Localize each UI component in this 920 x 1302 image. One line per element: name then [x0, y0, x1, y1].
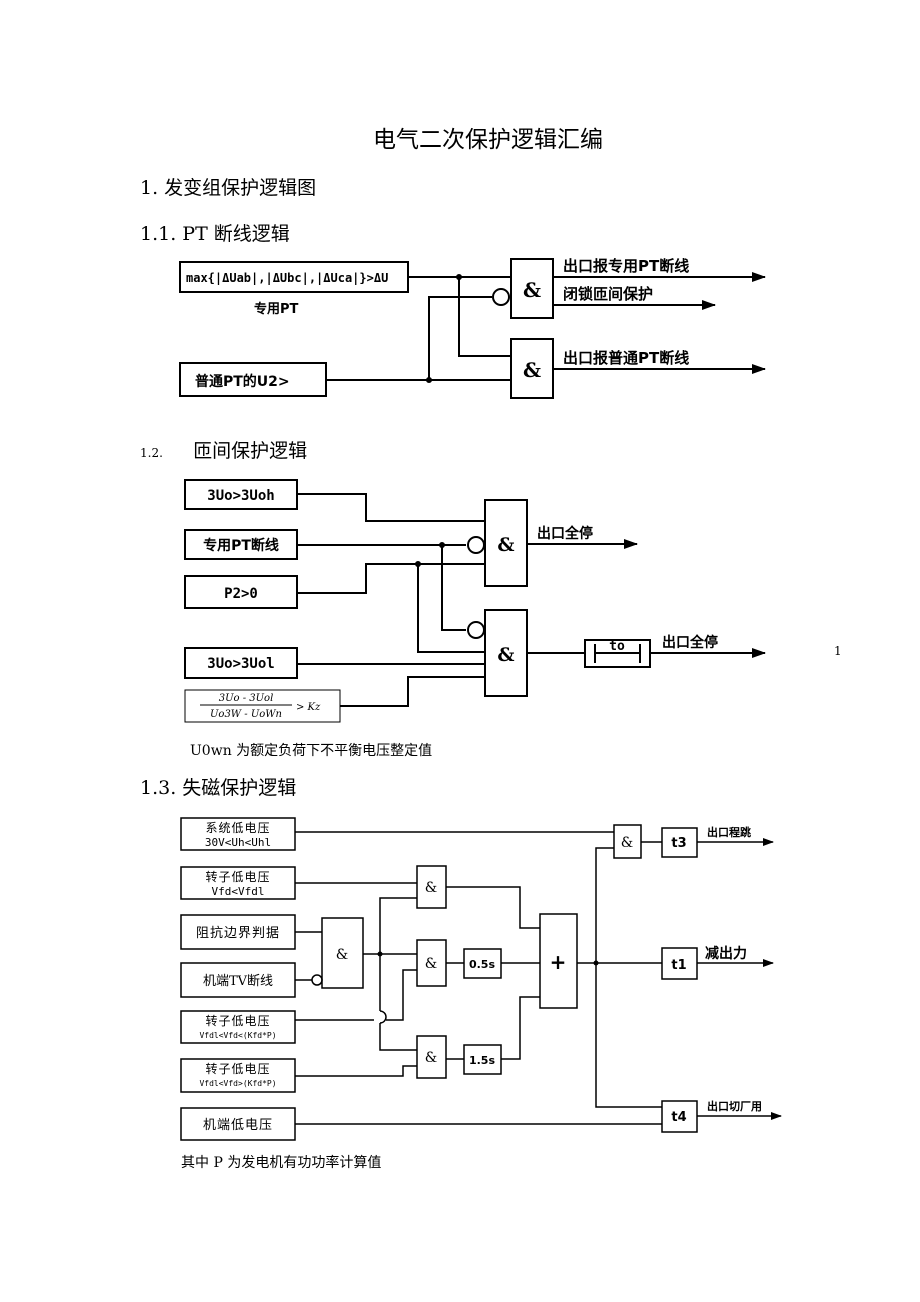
turn-timer-label: to: [609, 639, 625, 654]
loe-timer-t3-label: t3: [671, 836, 686, 851]
loe-delay-2-label: 1.5s: [469, 1054, 495, 1067]
loe-input-3-text: 阻抗边界判据: [196, 926, 280, 941]
pt-output-2: 闭锁匝间保护: [563, 285, 653, 303]
loe-input-1-line-2: 30V<Uh<Uhl: [205, 836, 271, 849]
loe-and-gate-a-label: &: [425, 880, 437, 896]
turn-input-3-text: P2>0: [224, 586, 258, 602]
loe-and-gate-t3-label: &: [621, 835, 633, 851]
loe-and-gate-impedance: [321, 917, 364, 989]
loe-output-t4: 出口切厂用: [707, 1099, 762, 1113]
turn-formula-numerator: 3Uo - 3Uol: [219, 693, 274, 704]
turn-input-4-text: 3Uo>3Uol: [207, 656, 274, 672]
loe-input-2-line-1: 转子低电压: [205, 869, 270, 884]
loe-and-gate-b-label: &: [425, 956, 437, 972]
pt-input-max-text: max{|ΔUab|,|ΔUbc|,|ΔUca|}>ΔU: [186, 271, 388, 285]
pt-output-1: 出口报专用PT断线: [563, 257, 689, 275]
turn-input-1-text: 3Uo>3Uoh: [207, 488, 274, 504]
loe-output-t3: 出口程跳: [707, 825, 751, 839]
page-number: 1: [834, 644, 842, 658]
loe-input-4-text: 机端TV断线: [203, 974, 273, 989]
loe-input-5-line-2: Vfdl<Vfd<(Kfd*P): [199, 1031, 276, 1040]
loe-and-gate-c: [416, 1035, 447, 1079]
loe-timer-t4-label: t4: [671, 1110, 686, 1125]
loe-and-gate-impedance-label: &: [336, 947, 348, 963]
loe-input-5-line-1: 转子低电压: [205, 1013, 270, 1028]
loe-or-gate-label: +: [550, 950, 567, 974]
loe-output-t1: 减出力: [705, 945, 747, 962]
loe-and-gate-c-label: &: [425, 1050, 437, 1066]
turn-output-1: 出口全停: [537, 525, 593, 542]
turn-output-2: 出口全停: [662, 634, 718, 651]
note-turn-protection: U0wn 为额定负荷下不平衡电压整定值: [190, 743, 433, 759]
loss-of-excitation-diagram: 系统低电压 30V<Uh<Uhl 转子低电压 Vfd<Vfdl 阻抗边界判据 机…: [180, 817, 782, 1141]
loe-input-1-line-1: 系统低电压: [205, 821, 270, 835]
note-loss-protection: 其中 P 为发电机有功功率计算值: [181, 1155, 382, 1171]
turn-input-2-text: 专用PT断线: [203, 537, 279, 554]
turn-and-gate-1-label: &: [497, 534, 514, 556]
section-number: 1.2.: [140, 446, 163, 460]
pt-and-gate-2-label: &: [523, 358, 541, 382]
section-heading-1-2: 1.2. 匝间保护逻辑: [140, 436, 307, 463]
pt-break-diagram: max{|ΔUab|,|ΔUbc|,|ΔUca|}>ΔU 专用PT 普通PT的U…: [179, 257, 766, 399]
loe-input-6-line-1: 转子低电压: [205, 1061, 270, 1076]
turn-protection-diagram: 3Uo - 3Uol Uo3W - UoWn > Kz 3Uo>3Uoh 专用P…: [184, 479, 766, 723]
pt-and-gate-1: [510, 258, 554, 319]
section-heading-1-3: 1.3. 失磁保护逻辑: [140, 777, 297, 799]
loe-input-2-line-2: Vfd<Vfdl: [212, 885, 265, 898]
loe-input-5-box: [180, 1010, 296, 1044]
loe-delay-1-label: 0.5s: [469, 958, 495, 971]
pt-output-3: 出口报普通PT断线: [563, 349, 689, 367]
turn-and-gate-2-label: &: [497, 644, 514, 666]
loe-input-7-text: 机端低电压: [203, 1118, 273, 1133]
loe-input-6-line-2: Vfdl<Vfd>(Kfd*P): [199, 1079, 276, 1088]
section-text: 匝间保护逻辑: [193, 440, 308, 462]
section-heading-1: 1. 发变组保护逻辑图: [140, 177, 317, 199]
loe-input-1-box: [180, 817, 296, 851]
section-heading-1-1: 1.1. PT 断线逻辑: [140, 223, 290, 245]
turn-formula-denominator: Uo3W - UoWn: [210, 709, 282, 720]
document-title: 电气二次保护逻辑汇编: [373, 127, 603, 153]
pt-input-u2-text: 普通PT的U2>: [195, 373, 290, 390]
turn-formula-relation: > Kz: [296, 702, 321, 713]
loe-or-gate: [539, 913, 578, 1009]
turn-formula-box: [184, 689, 341, 723]
loe-timer-t1-label: t1: [671, 958, 686, 973]
pt-input-max-label: 专用PT: [254, 301, 299, 317]
pt-and-gate-1-label: &: [523, 278, 541, 302]
